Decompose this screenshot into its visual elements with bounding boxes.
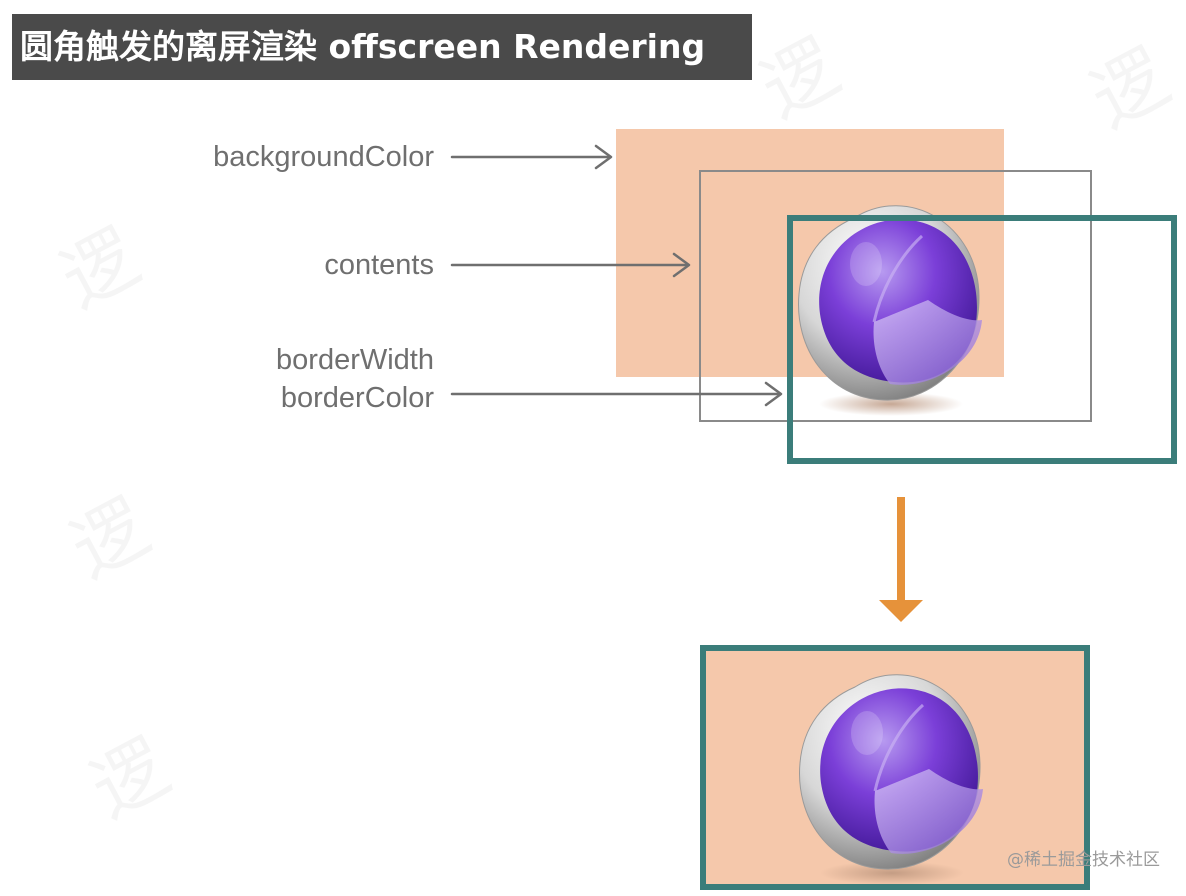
result-layer-border <box>700 645 1090 890</box>
label-border-color: borderColor <box>280 382 434 414</box>
border-layer <box>787 215 1177 464</box>
footer-watermark: @稀土掘金技术社区 <box>1007 850 1160 870</box>
result-arrow <box>879 497 923 622</box>
purple-sphere-icon <box>797 204 984 418</box>
label-background-color: backgroundColor <box>213 141 434 173</box>
slide-title: 圆角触发的离屏渲染 offscreen Rendering <box>12 14 752 80</box>
label-contents: contents <box>324 249 434 281</box>
label-border-width: borderWidth <box>276 344 434 376</box>
contents-frame <box>699 170 1092 422</box>
label-arrows <box>450 144 783 407</box>
